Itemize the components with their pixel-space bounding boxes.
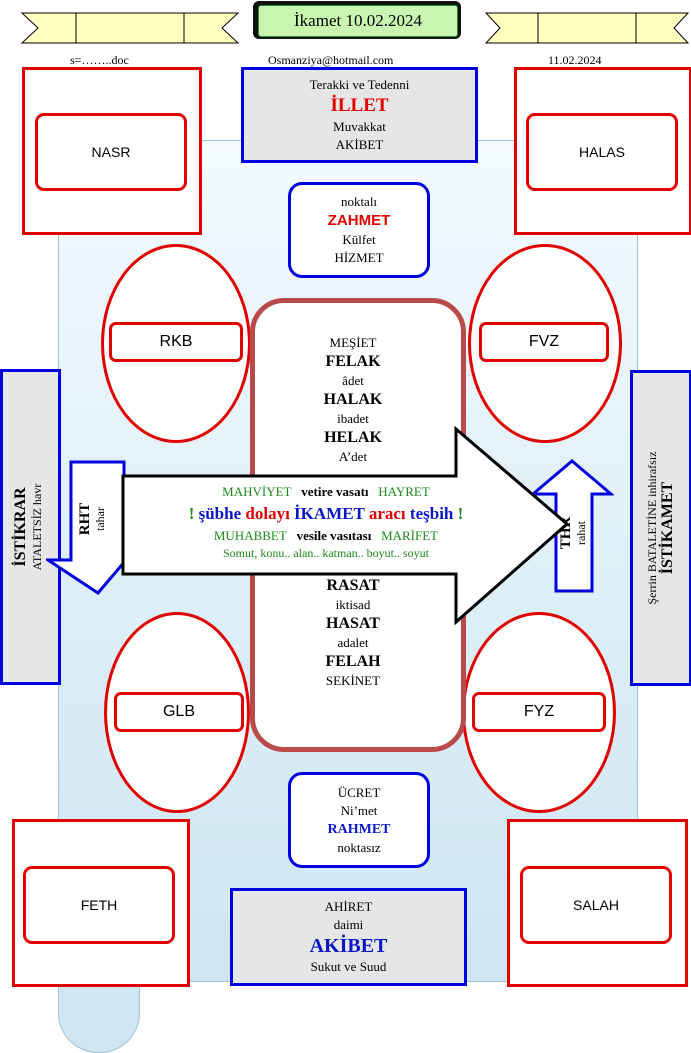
center-top-l3: âdet <box>342 373 364 388</box>
thr-up-arrow <box>530 459 614 593</box>
istikrar-box: İSTİKRAR ATALETSİZ havr <box>0 369 61 685</box>
center-top-l2: FELAK <box>325 353 381 370</box>
araci: aracı <box>368 504 406 523</box>
header-filename: s=……..doc <box>70 53 129 67</box>
hayret: HAYRET <box>378 484 430 499</box>
dolayi: dolayı <box>245 504 290 523</box>
zahmet-line3: Külfet <box>342 232 376 247</box>
ikamet: İKAMET <box>294 504 365 523</box>
center-top-l6: HELAK <box>324 429 382 446</box>
corner-salah: SALAH <box>520 866 672 944</box>
arrow-row2: ! şübhe dolayı İKAMET aracı teşbih ! <box>124 502 528 526</box>
header-date: 11.02.2024 <box>548 53 602 67</box>
top-box-line4: AKİBET <box>335 137 384 152</box>
corner-feth: FETH <box>23 866 175 944</box>
top-box-line2: İLLET <box>330 95 389 116</box>
rahmet-box: ÜCRET Ni’met RAHMET noktasız <box>288 772 430 868</box>
center-bottom-l5: FELAH <box>325 653 381 670</box>
tesbih: teşbih <box>409 504 454 523</box>
thr-sub: rahat <box>574 521 588 545</box>
vetire-vasati: vetire vasatı <box>301 484 369 499</box>
label-glb: GLB <box>114 692 244 732</box>
right-ribbon <box>484 12 690 44</box>
center-bottom-l4: adalet <box>337 635 369 650</box>
rahmet-line2: Ni’met <box>340 802 378 818</box>
top-box-line3: Muvakkat <box>333 119 386 134</box>
istikrar-main: İSTİKRAR <box>12 487 29 567</box>
center-top-l7: A’det <box>338 449 368 464</box>
arrow-text: MAHVİYET vetire vasatı HAYRET ! şübhe do… <box>124 482 528 561</box>
rahmet-line1: ÜCRET <box>337 784 381 800</box>
left-ribbon <box>20 12 240 44</box>
istikamet-sub: Şerrin BATALETİNE inhirafsız <box>645 451 659 605</box>
center-top-text: MEŞİET FELAK âdet HALAK ibadet HELAK A’d… <box>255 334 451 466</box>
istikrar-sub: ATALETSİZ havr <box>30 483 44 571</box>
rahmet-line4: noktasız <box>337 839 381 855</box>
bottom-box-line4: Sukut ve Suud <box>310 959 387 974</box>
center-bottom-l1: RASAT <box>326 577 380 594</box>
subhe: şübhe <box>198 504 242 523</box>
ikamet-right-arrow <box>121 426 570 626</box>
arrow-row1: MAHVİYET vetire vasatı HAYRET <box>124 482 528 502</box>
corner-halas: HALAS <box>526 113 678 191</box>
center-top-l1: MEŞİET <box>329 335 377 350</box>
center-bottom-l3: HASAT <box>326 615 380 632</box>
marifet: MARİFET <box>381 528 439 543</box>
rht-label: RHT tahar <box>75 471 109 567</box>
istikamet-main: İSTİKAMET <box>659 481 676 575</box>
top-box-line1: Terakki ve Tedenni <box>309 77 410 92</box>
header-email: Osmanziya@hotmail.com <box>268 53 394 67</box>
rht-main: RHT <box>77 502 93 536</box>
top-illet-box: Terakki ve Tedenni İLLET Muvakkat AKİBET <box>241 67 478 163</box>
excl-left: ! <box>188 504 195 523</box>
zahmet-line4: HİZMET <box>334 250 384 265</box>
bottom-akibet-box: AHİRET daimi AKİBET Sukut ve Suud <box>230 888 467 986</box>
label-rkb: RKB <box>109 322 243 362</box>
background-stem <box>58 975 140 1053</box>
mahviyet: MAHVİYET <box>222 484 292 499</box>
center-bottom-l6: SEKİNET <box>325 673 381 688</box>
bottom-box-line2: daimi <box>333 917 364 932</box>
zahmet-line1: noktalı <box>340 194 378 209</box>
bottom-box-line3: AKİBET <box>309 935 388 957</box>
arrow-row4: Somut, konu.. alan.. katman.. boyut.. so… <box>223 546 429 560</box>
istikamet-box: Şerrin BATALETİNE inhirafsız İSTİKAMET <box>630 370 691 686</box>
zahmet-line2: ZAHMET <box>327 212 391 229</box>
excl-right: ! <box>457 504 464 523</box>
arrow-row3: MUHABBET vesile vasıtası MARİFET <box>124 526 528 545</box>
center-top-l4: HALAK <box>323 391 383 408</box>
center-top-l5: ibadet <box>337 411 369 426</box>
rahmet-line3: RAHMET <box>327 821 391 837</box>
label-fvz: FVZ <box>479 322 609 362</box>
bottom-box-line1: AHİRET <box>324 899 373 914</box>
zahmet-box: noktalı ZAHMET Külfet HİZMET <box>288 182 430 278</box>
page-title: İkamet 10.02.2024 <box>258 5 458 37</box>
label-fyz: FYZ <box>472 692 606 732</box>
vesile-vasitasi: vesile vasıtası <box>296 528 372 543</box>
center-bottom-l2: iktisad <box>335 597 371 612</box>
center-bottom-text: RASAT iktisad HASAT adalet FELAH SEKİNET <box>255 576 451 690</box>
muhabbet: MUHABBET <box>213 528 287 543</box>
rht-sub: tahar <box>93 507 107 531</box>
corner-nasr: NASR <box>35 113 187 191</box>
